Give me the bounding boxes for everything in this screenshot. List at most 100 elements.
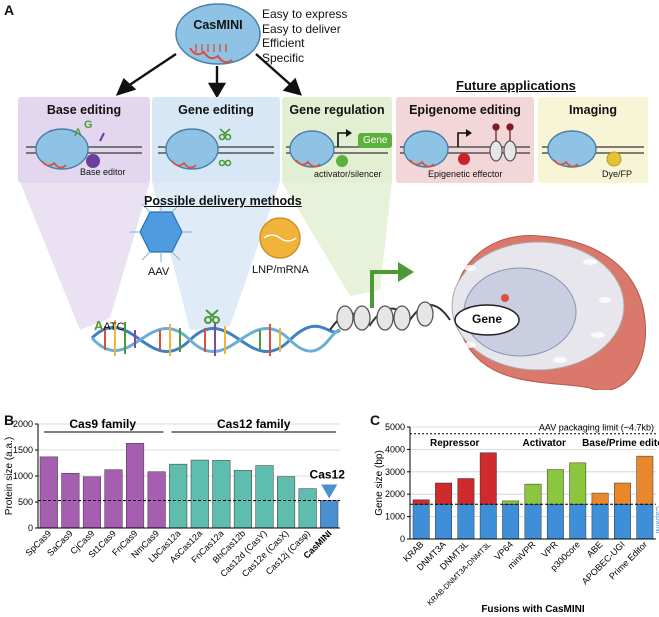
y-tick-label: 1500 [13,445,33,455]
bar-0 [39,456,58,529]
dna-sequence: AATC [94,318,125,333]
casmini-segment-8 [591,504,609,540]
app-title: Imaging [569,103,617,117]
panel-b-label: B [4,412,15,428]
cas12f-callout: Cas12f [310,467,345,481]
casmini-segment-10 [636,504,654,540]
gene-regulation-projection [282,182,392,296]
imaging-complex-icon [542,130,644,168]
chromatin-fibre [329,262,451,331]
panel-a-illustration [20,3,647,390]
scissors-icon [204,309,220,324]
y-tick-label: 500 [18,497,33,507]
bar-11 [277,476,296,529]
benefit-4: Specific [262,50,305,65]
lnp-icon [259,217,301,259]
bar-12 [298,488,317,529]
bar-6 [169,463,188,529]
aav-icon [130,202,192,262]
gene-size-chart: 010002000300040005000KRABDNMT3ADNMT3LKRA… [374,422,659,615]
app-title: Gene editing [178,103,254,117]
casmini-segment-6 [546,504,564,540]
fusion-segment-5 [524,483,542,505]
aav-limit-label: AAV packaging limit (~4.7kb) [539,423,654,433]
delivery-heading: Possible delivery methods [144,194,302,208]
y-tick-label: 1000 [385,512,405,522]
app-epigenome-editing: Epigenome editing Epigenetic effector [396,97,534,183]
fusion-segment-3 [479,452,497,505]
base-a: A [74,127,82,139]
epigenome-editing-complex-icon [400,123,530,168]
y-tick-label: 4000 [385,444,405,454]
fusion-segment-2 [457,478,475,505]
fusion-segment-6 [546,469,564,505]
casmini-title: CasMINI [193,18,243,32]
lnp-label: LNP/mRNA [252,264,309,276]
dna-rest: ATC [103,321,125,333]
bar-8 [212,460,231,529]
gene-editing-projection [152,182,280,330]
fusion-segment-10 [636,455,654,505]
gene-oval [454,304,520,336]
app-gene-editing: Gene editing [152,97,280,183]
casmini-segment-7 [569,504,587,540]
bar-5 [147,471,166,529]
panel-c-label: C [370,412,381,428]
y-tick-label: 1000 [13,471,33,481]
epigenetic-effector-label: Epigenetic effector [428,169,503,179]
casmini-segment-9 [614,504,631,540]
fusion-segment-8 [591,492,609,505]
callout-arrow [321,484,338,499]
cell-illustration [451,235,647,390]
fusion-segment-7 [569,462,587,505]
base-editing-projection [20,182,150,330]
base-g: G [84,119,93,131]
y-tick-label: 3000 [385,467,405,477]
benefit-2: Easy to deliver [262,21,341,36]
casmini-segment-3 [479,504,497,540]
fusion-segment-4 [502,500,520,505]
app-title: Base editing [46,103,122,117]
benefit-3: Efficient [262,36,305,50]
green-promoter-arrow [370,270,400,308]
base-editor-label: Base editor [80,167,126,177]
arrows [115,53,302,99]
bar-4 [126,443,145,529]
y-tick-label: 2000 [385,489,405,499]
gene-tag: Gene [358,133,393,148]
aav-label: AAV [148,266,170,278]
fusion-segment-0 [412,499,430,505]
fusion-segment-9 [614,482,631,505]
dye-fp-label: Dye/FP [602,169,633,179]
panel-a-label: A [4,2,15,18]
casmini-segment-5 [524,504,542,540]
gene-regulation-complex-icon [286,129,388,168]
y-tick-label: 5000 [385,422,405,432]
future-applications-heading: Future applications [456,78,576,93]
gene-editing-complex-icon [158,128,274,170]
bar-7 [190,459,209,529]
group-label-repressor: Repressor [430,438,480,449]
bar-13 [320,500,339,529]
fusion-segment-1 [435,482,452,505]
activator-silencer-label: activator/silencer [314,169,382,179]
group-label-base-prime: Base/Prime editor [582,438,659,449]
casmini-segment-2 [457,504,475,540]
y-tick-label: 0 [28,523,33,533]
app-title: Epigenome editing [409,103,521,117]
app-title: Gene regulation [289,103,385,117]
casmini-segment-4 [502,504,520,540]
casmini-side-label: CasMINI [654,506,659,533]
casmini-segment-0 [412,504,430,540]
casmini-protein-icon [175,3,261,65]
app-imaging: Imaging Dye/FP [538,97,648,183]
group-label-cas9: Cas9 family [69,417,136,431]
bar-10 [255,465,274,529]
protein-size-chart: 0500100015002000SpCas9SaCas9CjCas9St1Cas… [4,417,345,579]
bar-2 [82,476,101,529]
app-base-editing: Base editing A G Base editor [18,97,150,183]
dna-first-base: A [94,318,104,333]
base-editing-complex-icon [26,128,142,170]
app-gene-regulation: Gene regulation Gene activator/silencer [282,97,393,183]
y-tick-label: 0 [400,534,405,544]
